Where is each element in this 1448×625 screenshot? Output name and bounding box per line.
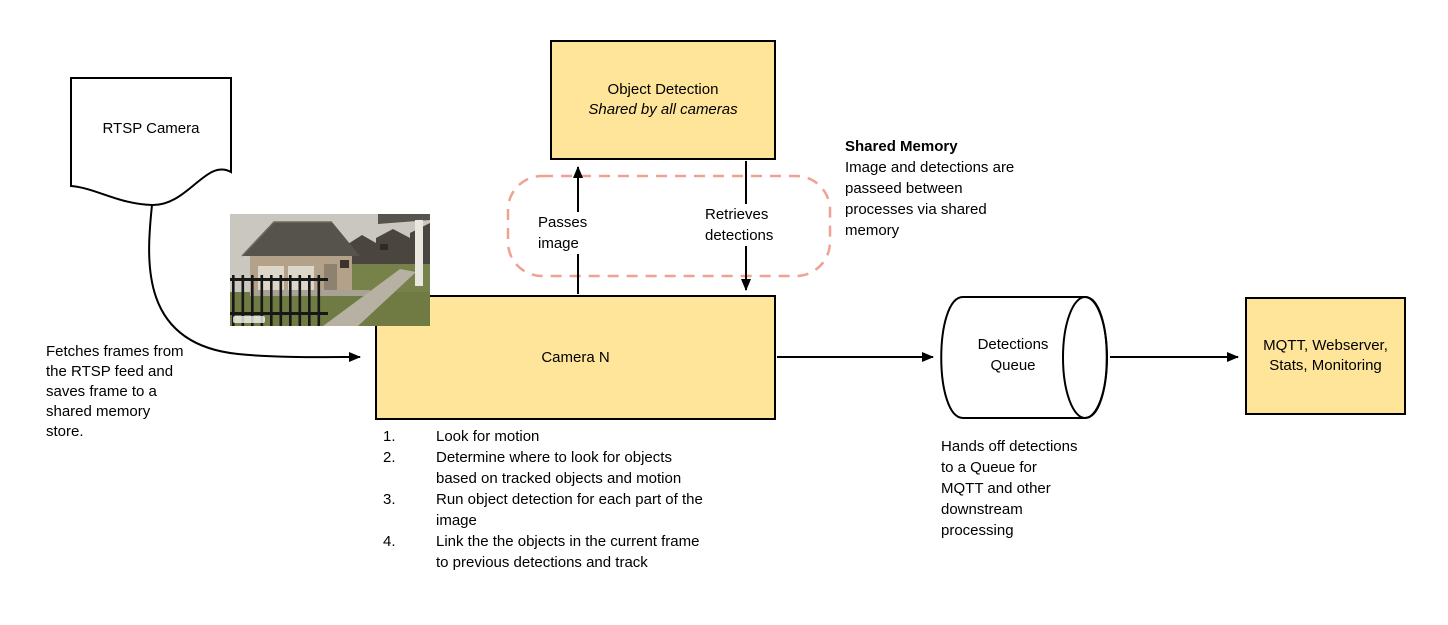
step-text: Link the the objects in the current fram… <box>436 533 700 571</box>
sidewalk <box>323 269 416 326</box>
arrow-rtsp-to-camera <box>148 204 361 363</box>
rtsp-camera-shape <box>70 77 232 207</box>
detections-queue-note: Hands off detections to a Queue for MQTT… <box>941 438 1078 539</box>
passes-image-label: Passes image <box>538 212 600 254</box>
mqtt-webserver-node: MQTT, Webserver, Stats, Monitoring <box>1245 297 1406 415</box>
step-text: Run object detection for each part of th… <box>436 491 703 529</box>
house-door <box>324 264 337 290</box>
camera-steps-list: 1. Look for motion 2. Determine where to… <box>383 426 765 573</box>
iron-fence <box>230 275 328 326</box>
house-roof <box>242 222 360 256</box>
camera-step-2: 2. Determine where to look for objects b… <box>383 447 765 489</box>
detections-queue-label: Detections Queue <box>977 336 1049 374</box>
step-text: Look for motion <box>436 428 540 445</box>
shared-memory-note: Shared Memory Image and detections are p… <box>845 136 1060 241</box>
object-detection-title: Object Detection <box>607 81 719 98</box>
camera-watermark <box>233 316 265 323</box>
camera-step-4: 4. Link the the objects in the current f… <box>383 531 765 573</box>
camera-step-1: 1. Look for motion <box>383 426 765 447</box>
camera-step-3: 3. Run object detection for each part of… <box>383 489 765 531</box>
detections-queue-cap <box>1062 296 1108 419</box>
rtsp-camera-label: RTSP Camera <box>102 120 200 137</box>
background-window <box>380 244 388 250</box>
camera-n-label: Camera N <box>541 348 610 366</box>
porch-roof-edge <box>378 214 430 224</box>
background-houses <box>348 223 430 266</box>
object-detection-node: Object Detection Shared by all cameras <box>550 40 776 160</box>
shared-memory-title: Shared Memory <box>845 138 958 155</box>
camera-snapshot-image <box>230 214 430 326</box>
step-number: 1. <box>383 428 396 445</box>
camera-n-node: Camera N <box>375 295 776 420</box>
step-number: 3. <box>383 491 396 508</box>
object-detection-subtitle: Shared by all cameras <box>588 101 738 118</box>
house-window <box>340 260 349 268</box>
step-text: Determine where to look for objects base… <box>436 449 682 487</box>
roof-highlight <box>241 221 332 257</box>
mqtt-webserver-label: MQTT, Webserver, Stats, Monitoring <box>1263 337 1388 374</box>
step-number: 4. <box>383 533 396 550</box>
step-number: 2. <box>383 449 396 466</box>
fetch-note-text: Fetches frames from the RTSP feed and sa… <box>46 343 184 440</box>
retrieves-detections-label: Retrieves detections <box>705 204 787 246</box>
shared-memory-body: Image and detections are passeed between… <box>845 159 1015 239</box>
porch-post <box>415 220 423 286</box>
shared-memory-outline <box>506 174 832 278</box>
